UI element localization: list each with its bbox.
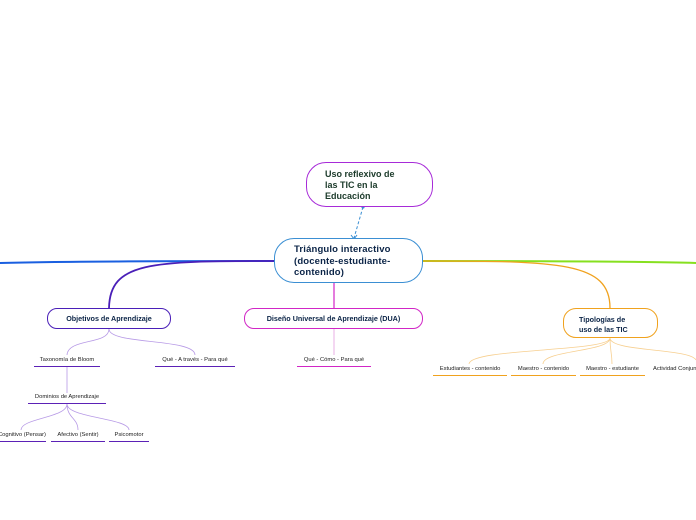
connector-dominios-psicomotor bbox=[66, 403, 130, 431]
connector-dominios-afectivo bbox=[66, 403, 79, 431]
subtopic-dominios[interactable]: Dominios de Aprendizaje bbox=[28, 393, 106, 404]
connector-objetivos-bloom bbox=[66, 328, 110, 356]
tip-line: Tipologías de bbox=[579, 315, 626, 324]
connector-tip-maestro-contenido bbox=[542, 337, 611, 365]
connector-top-dashed bbox=[353, 206, 364, 239]
subtopic-taxonomia-bloom[interactable]: Taxonomía de Bloom bbox=[34, 356, 100, 367]
central-line: Triángulo interactivo bbox=[294, 244, 391, 255]
subtopic-cognitivo[interactable]: Cognitivo (Pensar) bbox=[0, 431, 46, 442]
connector-tip-maestro-estudiante bbox=[609, 337, 613, 365]
topic-objetivos[interactable]: Objetivos de Aprendizaje bbox=[47, 308, 171, 329]
subtopic-actividad-conjunta[interactable]: Actividad Conjunta bbox=[650, 365, 696, 373]
central-line: contenido) bbox=[294, 267, 345, 278]
topic-tipologias[interactable]: Tipologías de uso de las TIC bbox=[563, 308, 658, 338]
central-line: (docente-estudiante- bbox=[294, 255, 391, 267]
subtopic-estudiantes-contenido[interactable]: Estudiantes - contenido bbox=[433, 365, 507, 376]
subtopic-que-a-traves[interactable]: Qué - A través - Para qué bbox=[155, 356, 235, 367]
topic-line: Uso reflexivo de bbox=[325, 169, 395, 179]
topic-dua[interactable]: Diseño Universal de Aprendizaje (DUA) bbox=[244, 308, 423, 329]
topic-uso-reflexivo[interactable]: Uso reflexivo de las TIC en la Educación bbox=[306, 162, 433, 207]
subtopic-psicomotor[interactable]: Psicomotor bbox=[109, 431, 149, 442]
connector-central-tipologias bbox=[422, 260, 611, 309]
central-topic[interactable]: Triángulo interactivo (docente-estudiant… bbox=[274, 238, 423, 283]
subtopic-que-como[interactable]: Qué - Cómo - Para qué bbox=[297, 356, 371, 367]
connector-tip-estudiantes bbox=[468, 337, 611, 365]
subtopic-afectivo[interactable]: Afectivo (Sentir) bbox=[51, 431, 105, 442]
connector-dominios-cognitivo bbox=[20, 403, 68, 431]
tip-line: uso de las TIC bbox=[579, 324, 628, 334]
connector-tip-actividad bbox=[609, 337, 696, 361]
topic-line: las TIC en la bbox=[325, 180, 378, 190]
subtopic-maestro-estudiante[interactable]: Maestro - estudiante bbox=[580, 365, 645, 376]
connector-objetivos-que bbox=[108, 328, 196, 356]
connector-central-objetivos bbox=[108, 260, 275, 309]
topic-line: Educación bbox=[325, 191, 371, 201]
subtopic-maestro-contenido[interactable]: Maestro - contenido bbox=[511, 365, 576, 376]
